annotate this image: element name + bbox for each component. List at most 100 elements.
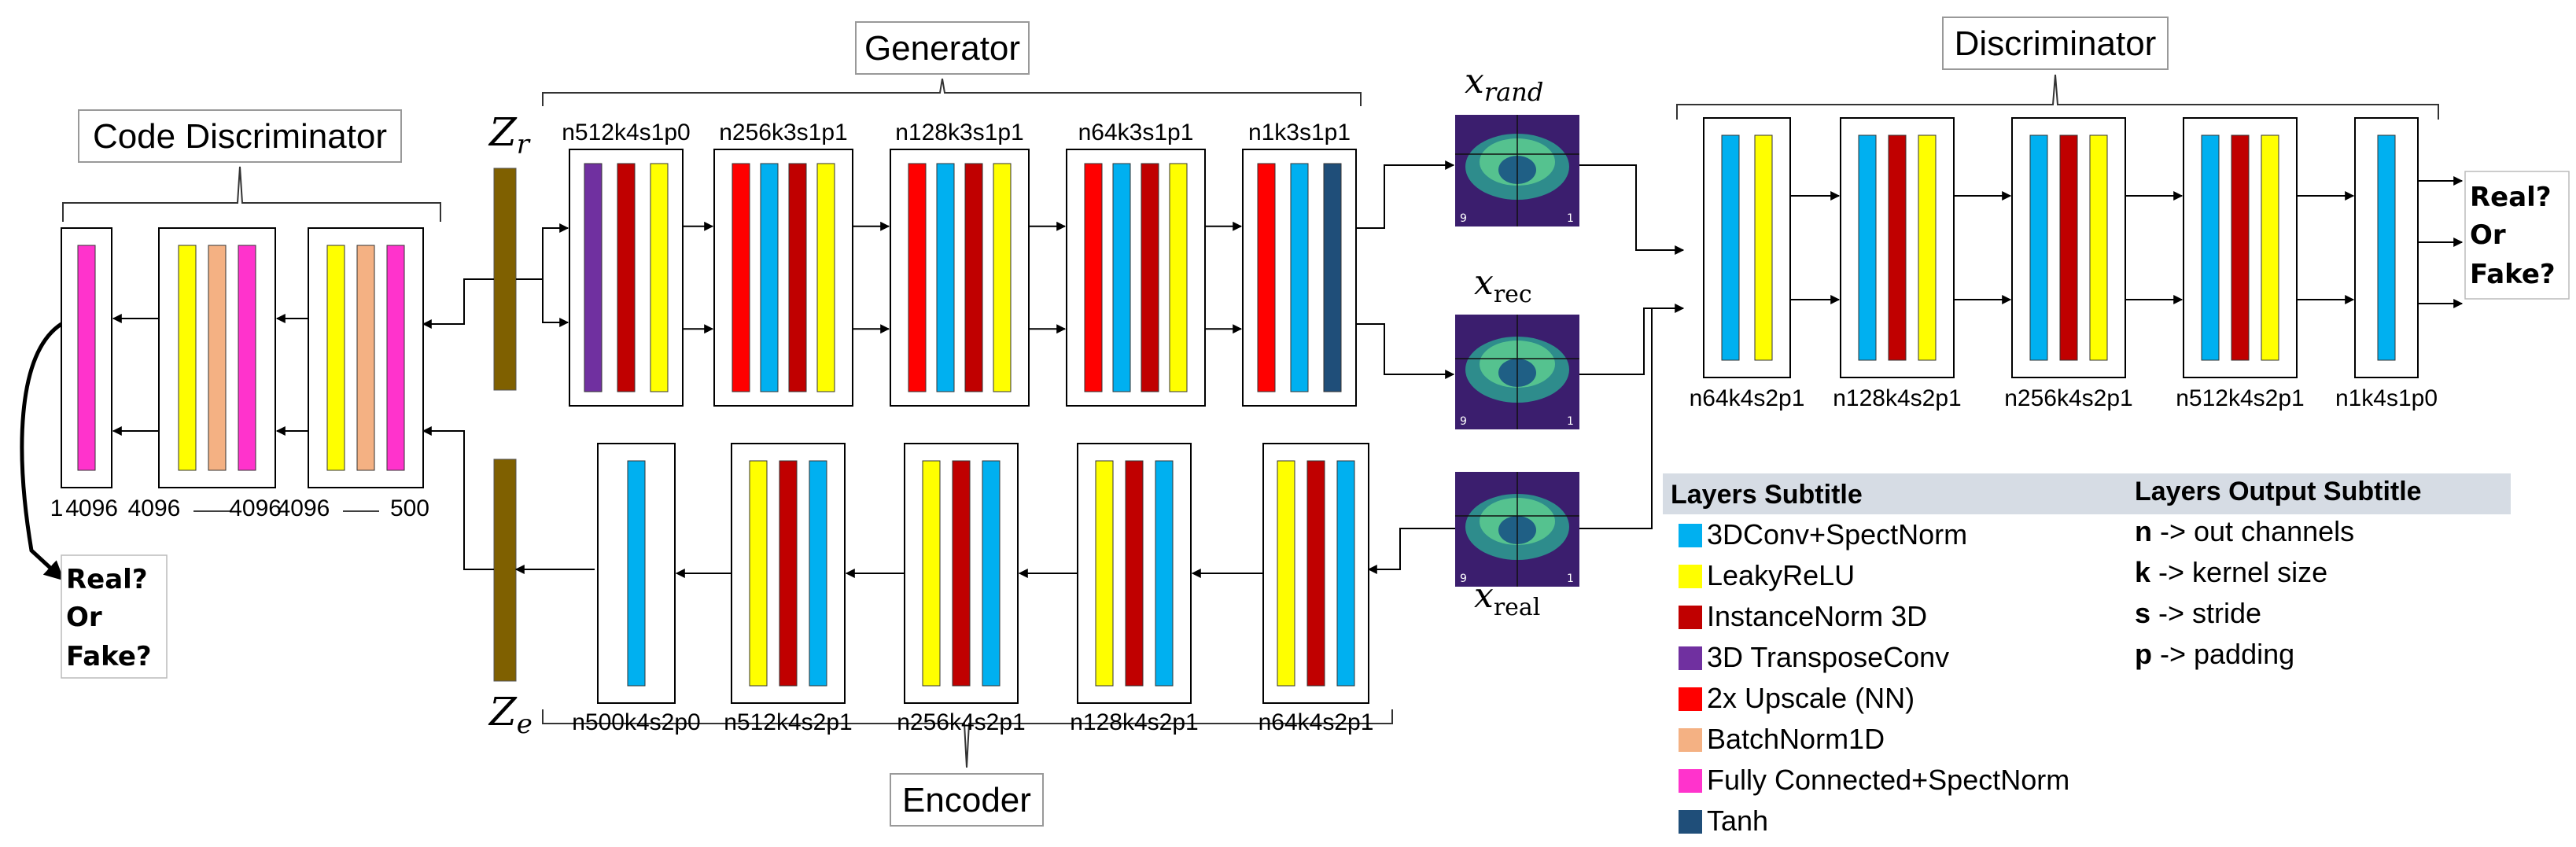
discriminator-bar-leaky bbox=[1918, 134, 1937, 361]
generator-group: n512k4s1p0 n256k3s1p1 n128k3s1p1 n64k3s1p1 n… bbox=[562, 120, 1357, 407]
legend-item-tconv: 3D TransposeConv bbox=[1679, 641, 1949, 673]
generator-bar-tconv bbox=[584, 163, 603, 392]
generator-layer-label: n1k3s1p1 bbox=[1248, 120, 1351, 145]
code-disc-in-label: 4096 bbox=[278, 495, 330, 521]
generator-bar-upscale bbox=[732, 163, 750, 392]
label-x-rec: xrec bbox=[1474, 263, 1532, 308]
legend-item-conv: 3DConv+SpectNorm bbox=[1679, 518, 1967, 551]
discriminator-layer-5: n1k4s1p0 bbox=[2335, 117, 2438, 411]
generator-bar-conv bbox=[1112, 163, 1131, 392]
encoder-bar-leaky bbox=[922, 460, 941, 687]
code-disc-in-label: 4096 bbox=[128, 495, 181, 521]
legend-label: 2x Upscale (NN) bbox=[1707, 682, 1914, 714]
legend-title: Layers Subtitle bbox=[1671, 480, 1863, 510]
encoder-brace bbox=[542, 709, 1393, 768]
discriminator-bar-conv bbox=[1858, 134, 1877, 361]
svg-text:1: 1 bbox=[1567, 212, 1574, 225]
generator-bar-conv bbox=[936, 163, 955, 392]
generator-bar-leaky bbox=[816, 163, 835, 392]
svg-text:1: 1 bbox=[1567, 573, 1574, 585]
svg-text:Discriminator: Discriminator bbox=[1955, 24, 2157, 63]
discriminator-bar-conv bbox=[2029, 134, 2048, 361]
legend-swatch bbox=[1679, 524, 1702, 547]
code-disc-out-label: 500 bbox=[390, 495, 429, 521]
code-disc-bar-fc bbox=[238, 245, 256, 471]
encoder-bar-conv bbox=[809, 460, 827, 687]
svg-text:Real?: Real? bbox=[66, 564, 148, 595]
encoder-layer-label: n512k4s2p1 bbox=[724, 709, 852, 735]
generator-bar-upscale bbox=[908, 163, 927, 392]
output-legend-item-p: p -> padding bbox=[2135, 638, 2294, 670]
discriminator-brace bbox=[1676, 74, 2439, 120]
encoder-layer-5: n64k4s2p1 bbox=[1259, 443, 1373, 735]
svg-text:Encoder: Encoder bbox=[902, 781, 1031, 819]
output-legend-item-n: n -> out channels bbox=[2135, 515, 2354, 547]
latent-ze-label: Ze bbox=[488, 689, 533, 740]
discriminator-bar-inorm bbox=[2059, 134, 2078, 361]
encoder-layer-1: n500k4s2p0 bbox=[572, 443, 701, 735]
encoder-bar-conv bbox=[627, 460, 646, 687]
encoder-layer-4: n128k4s2p1 bbox=[1070, 443, 1199, 735]
discriminator-bar-leaky bbox=[2261, 134, 2279, 361]
discriminator-layer-label: n64k4s2p1 bbox=[1690, 385, 1805, 411]
legend-label: Tanh bbox=[1707, 805, 1768, 837]
encoder-bar-inorm bbox=[779, 460, 798, 687]
encoder-layer-label: n256k4s2p1 bbox=[897, 709, 1025, 735]
code-discriminator-brace bbox=[62, 166, 441, 222]
generator-layer-4: n64k3s1p1 bbox=[1066, 120, 1206, 407]
legend-swatch bbox=[1679, 728, 1702, 752]
code-disc-layer-3: 4096 500 bbox=[278, 227, 429, 521]
legend-swatch bbox=[1679, 565, 1702, 588]
legend-item-tanh: Tanh bbox=[1679, 805, 1768, 837]
legend-label: LeakyReLU bbox=[1707, 559, 1855, 591]
svg-text:Generator: Generator bbox=[864, 29, 1020, 68]
legend-swatch bbox=[1679, 646, 1702, 670]
encoder-layer-2: n512k4s2p1 bbox=[724, 443, 853, 735]
discriminator-layer-3: n256k4s2p1 bbox=[2004, 117, 2133, 411]
image-x-rec: 9 1 bbox=[1455, 315, 1579, 429]
output-legend-title: Layers Output Subtitle bbox=[2135, 477, 2422, 506]
code-disc-bar-leaky bbox=[326, 245, 345, 471]
svg-text:9: 9 bbox=[1460, 573, 1467, 585]
label-x-real: xreal bbox=[1474, 576, 1540, 621]
generator-layer-label: n512k4s1p0 bbox=[562, 120, 690, 145]
encoder-layer-label: n500k4s2p0 bbox=[572, 709, 700, 735]
image-x-real: 9 1 bbox=[1455, 472, 1579, 587]
legend-swatch bbox=[1679, 687, 1702, 711]
legend-swatch bbox=[1679, 606, 1702, 629]
legend-label: 3D TransposeConv bbox=[1707, 641, 1949, 673]
encoder-bar-inorm bbox=[1125, 460, 1144, 687]
encoder-layer-label: n128k4s2p1 bbox=[1070, 709, 1198, 735]
discriminator-bar-leaky bbox=[2089, 134, 2108, 361]
generator-bar-inorm bbox=[617, 163, 636, 392]
generator-bar-upscale bbox=[1257, 163, 1276, 392]
encoder-bar-leaky bbox=[1095, 460, 1114, 687]
latent-zr-bar bbox=[493, 168, 517, 391]
generator-layer-2: n256k3s1p1 bbox=[713, 120, 853, 407]
generator-bar-leaky bbox=[993, 163, 1012, 392]
svg-text:9: 9 bbox=[1460, 415, 1467, 428]
label-x-rand: xrand bbox=[1465, 61, 1543, 107]
encoder-bar-conv bbox=[1155, 460, 1174, 687]
discriminator-bar-inorm bbox=[2231, 134, 2250, 361]
latent-zr-label: Zr bbox=[488, 109, 531, 160]
generator-layer-3: n128k3s1p1 bbox=[890, 120, 1030, 407]
svg-text:Code Discriminator: Code Discriminator bbox=[93, 117, 387, 156]
discriminator-bar-leaky bbox=[1754, 134, 1773, 361]
legend-swatch bbox=[1679, 810, 1702, 834]
encoder-title: Encoder bbox=[890, 773, 1044, 827]
discriminator-bar-inorm bbox=[1888, 134, 1907, 361]
real-or-fake-discriminator: Real? Or Fake? bbox=[2464, 171, 2570, 300]
generator-bar-leaky bbox=[650, 163, 669, 392]
svg-text:Fake?: Fake? bbox=[2470, 259, 2556, 290]
code-disc-bar-fc bbox=[386, 245, 405, 471]
svg-text:1: 1 bbox=[1567, 415, 1574, 428]
legend-item-bnorm: BatchNorm1D bbox=[1679, 723, 1885, 755]
legend-item-upscale: 2x Upscale (NN) bbox=[1679, 682, 1914, 714]
code-disc-bar-bnorm bbox=[208, 245, 227, 471]
discriminator-layer-1: n64k4s2p1 bbox=[1690, 117, 1805, 411]
svg-text:Or: Or bbox=[2470, 219, 2506, 251]
code-disc-bar-bnorm bbox=[356, 245, 375, 471]
encoder-bar-conv bbox=[982, 460, 1001, 687]
legend-label: InstanceNorm 3D bbox=[1707, 600, 1927, 632]
